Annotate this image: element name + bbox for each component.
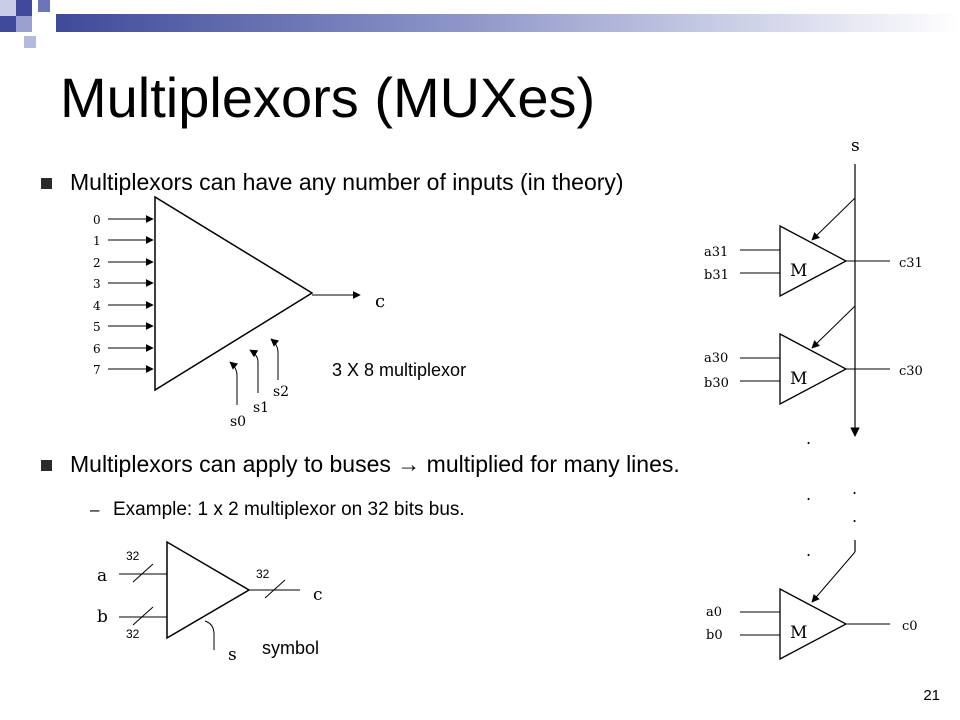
- mux8-select-label: s1: [253, 400, 269, 416]
- bitslice-select-tap: [811, 305, 856, 349]
- bullet-1-text: Multiplexors can have any number of inpu…: [70, 169, 624, 195]
- subbullet-dash: –: [90, 500, 100, 519]
- page-number: 21: [923, 687, 940, 704]
- bullet-marker: [41, 178, 52, 189]
- header-square: [0, 0, 16, 16]
- bitslice-input-a-label: a0: [706, 605, 722, 620]
- bitslice-ellipsis: .: [852, 507, 857, 526]
- bitslice-ellipsis: .: [806, 429, 811, 448]
- bitslice-mux: [779, 587, 848, 661]
- busmux-width-label: 32: [256, 567, 270, 581]
- mux8-select-label: s2: [273, 384, 289, 400]
- busmux-width-slash: [132, 563, 154, 583]
- busmux-width-slash: [132, 606, 154, 626]
- busmux-width-slash: [264, 579, 286, 599]
- mux8-select-label: s0: [230, 414, 246, 430]
- mux8-input-lines: [108, 215, 154, 373]
- bitslice-block-label: M: [790, 369, 807, 389]
- mux8-input-label: 1: [93, 234, 101, 248]
- mux8-input-label: 3: [93, 277, 101, 291]
- mux8-select-line-s0: [229, 361, 239, 405]
- header-square: [16, 0, 32, 16]
- bitslice-input-b-label: b31: [704, 268, 729, 283]
- bullet-2-text: Multiplexors can apply to buses → multip…: [70, 451, 680, 477]
- busmux-output-label: c: [313, 585, 323, 605]
- busmux-body: [166, 540, 251, 640]
- busmux-select-label: s: [228, 645, 237, 665]
- bitslice-select-tap: [811, 197, 856, 241]
- mux8-select-line-s1: [249, 349, 259, 393]
- mux8-output-label: c: [375, 291, 385, 312]
- mux8-input-label: 2: [93, 256, 101, 270]
- mux8-input-label: 0: [93, 213, 101, 227]
- header-square: [0, 16, 16, 32]
- mux8-select-line-s2: [270, 338, 280, 380]
- bitslice-select-label: s: [851, 136, 860, 156]
- busmux-input-label: b: [97, 607, 108, 627]
- subbullet-text: Example: 1 x 2 multiplexor on 32 bits bu…: [113, 499, 465, 520]
- bitslice-ellipsis: .: [806, 485, 811, 504]
- header-decoration: [0, 0, 960, 48]
- bitslice-mux: [779, 224, 848, 298]
- busmux-input-label: a: [97, 566, 107, 586]
- bitslice-ellipsis: .: [852, 479, 857, 498]
- busmux-width-label: 32: [126, 549, 140, 563]
- header-square: [38, 0, 50, 12]
- mux8-input-label: 5: [93, 320, 101, 334]
- mux8-input-label: 6: [93, 342, 101, 356]
- bitslice-block-label: M: [790, 623, 807, 643]
- mux8-input-label: 7: [93, 363, 101, 377]
- bitslice-mux: [779, 332, 848, 406]
- bitslice-ellipsis: .: [806, 541, 811, 560]
- mux8-caption: 3 X 8 multiplexor: [332, 360, 466, 380]
- header-square: [16, 16, 32, 32]
- bitslice-input-b-label: b0: [706, 628, 723, 643]
- slide-title: Multiplexors (MUXes): [60, 66, 596, 129]
- bitslice-input-b-label: b30: [704, 376, 729, 391]
- bitslice-input-a-label: a30: [704, 351, 728, 366]
- mux8-input-label: 4: [93, 299, 101, 313]
- bitslice-output-label: c0: [902, 619, 918, 634]
- busmux-width-label: 32: [126, 627, 140, 641]
- header-bar: [56, 14, 960, 32]
- bitslice-select-tap: [811, 551, 856, 603]
- mux8-body: [154, 195, 314, 392]
- busmux-caption: symbol: [262, 638, 319, 658]
- bitslice-output-label: c31: [899, 256, 923, 271]
- header-square: [24, 36, 36, 48]
- bitslice-output-label: c30: [899, 364, 923, 379]
- bitslice-block-label: M: [790, 261, 807, 281]
- bitslice-input-a-label: a31: [704, 245, 728, 260]
- busmux-select-line: [204, 620, 215, 650]
- bullet-marker: [41, 460, 52, 471]
